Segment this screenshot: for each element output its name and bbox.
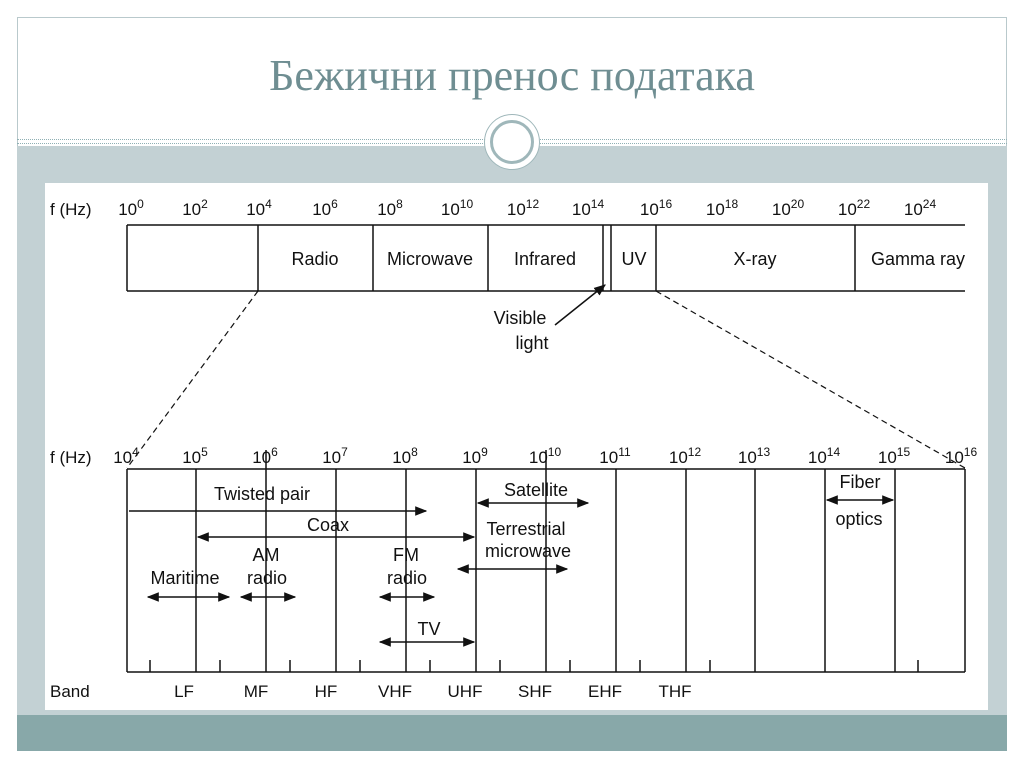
- terrestrial-label-line1: Terrestrial: [486, 519, 565, 539]
- bottom-tick-0: 104: [113, 445, 139, 467]
- band-label-lf: LF: [174, 682, 194, 701]
- visible-light-label-line1: Visible: [494, 308, 547, 328]
- band-label-ehf: EHF: [588, 682, 622, 701]
- band-label-shf: SHF: [518, 682, 552, 701]
- fiber-optics-label-line1: Fiber: [839, 472, 880, 492]
- top-tick-0: 100: [118, 197, 144, 219]
- visible-light-arrow: [554, 284, 606, 326]
- top-tick-8: 1016: [640, 197, 673, 219]
- bottom-tick-3: 107: [322, 445, 348, 467]
- band-label-mf: MF: [244, 682, 269, 701]
- fm-radio-label-line1: FM: [393, 545, 419, 565]
- band-divider-ticks: [149, 660, 919, 672]
- band-label-uhf: UHF: [448, 682, 483, 701]
- region-x-ray: X-ray: [733, 249, 776, 269]
- zoom-dashed-line-right: [655, 290, 966, 469]
- top-tick-7: 1014: [572, 197, 605, 219]
- bottom-tick-9: 1013: [738, 445, 771, 467]
- bottom-tick-8: 1012: [669, 445, 702, 467]
- top-tick-9: 1018: [706, 197, 739, 219]
- bottom-spectrum-frame: [126, 450, 966, 673]
- top-tick-2: 104: [246, 197, 272, 219]
- region-microwave: Microwave: [387, 249, 473, 269]
- footer-band: [17, 715, 1007, 751]
- fm-radio-label-line2: radio: [387, 568, 427, 588]
- band-labels: LF MF HF VHF UHF SHF EHF THF: [174, 682, 691, 701]
- fiber-optics-label-line2: optics: [835, 509, 882, 529]
- bottom-tick-4: 108: [392, 445, 418, 467]
- satellite-label: Satellite: [504, 480, 568, 500]
- zoom-dashed-line-left: [126, 290, 259, 469]
- region-infrared: Infrared: [514, 249, 576, 269]
- top-tick-10: 1020: [772, 197, 805, 219]
- top-tick-12: 1024: [904, 197, 937, 219]
- am-radio-label-line2: radio: [247, 568, 287, 588]
- twisted-pair-label: Twisted pair: [214, 484, 310, 504]
- bottom-tick-1: 105: [182, 445, 208, 467]
- band-label-thf: THF: [658, 682, 691, 701]
- region-radio: Radio: [291, 249, 338, 269]
- am-radio-label-line1: AM: [253, 545, 280, 565]
- top-tick-4: 108: [377, 197, 403, 219]
- top-spectrum-bar: [126, 224, 965, 292]
- bottom-tick-11: 1015: [878, 445, 911, 467]
- slide-title: Бежични пренос података: [269, 51, 755, 100]
- region-gamma-ray: Gamma ray: [871, 249, 965, 269]
- bottom-axis-label: f (Hz): [50, 448, 92, 467]
- band-label-vhf: VHF: [378, 682, 412, 701]
- bottom-tick-10: 1014: [808, 445, 841, 467]
- maritime-label: Maritime: [150, 568, 219, 588]
- band-row-label: Band: [50, 682, 90, 701]
- bottom-tick-5: 109: [462, 445, 488, 467]
- bottom-tick-7: 1011: [599, 445, 631, 467]
- top-axis-label: f (Hz): [50, 200, 92, 219]
- top-tick-11: 1022: [838, 197, 871, 219]
- bottom-tick-2: 106: [252, 445, 278, 467]
- top-tick-6: 1012: [507, 197, 540, 219]
- top-tick-5: 1010: [441, 197, 474, 219]
- region-uv: UV: [621, 249, 646, 269]
- top-tick-3: 106: [312, 197, 338, 219]
- band-label-hf: HF: [315, 682, 338, 701]
- bottom-tick-12: 1016: [945, 445, 978, 467]
- top-frequency-ticks: 100 102 104 106 108 1010 1012 1014 1016 1018 1020 1…: [118, 197, 936, 219]
- visible-light-label-line2: light: [515, 333, 548, 353]
- top-tick-1: 102: [182, 197, 208, 219]
- bottom-tick-6: 1010: [529, 445, 562, 467]
- divider-circle-ornament: [484, 114, 540, 170]
- coax-label: Coax: [307, 515, 349, 535]
- tv-label: TV: [417, 619, 440, 639]
- terrestrial-label-line2: microwave: [485, 541, 571, 561]
